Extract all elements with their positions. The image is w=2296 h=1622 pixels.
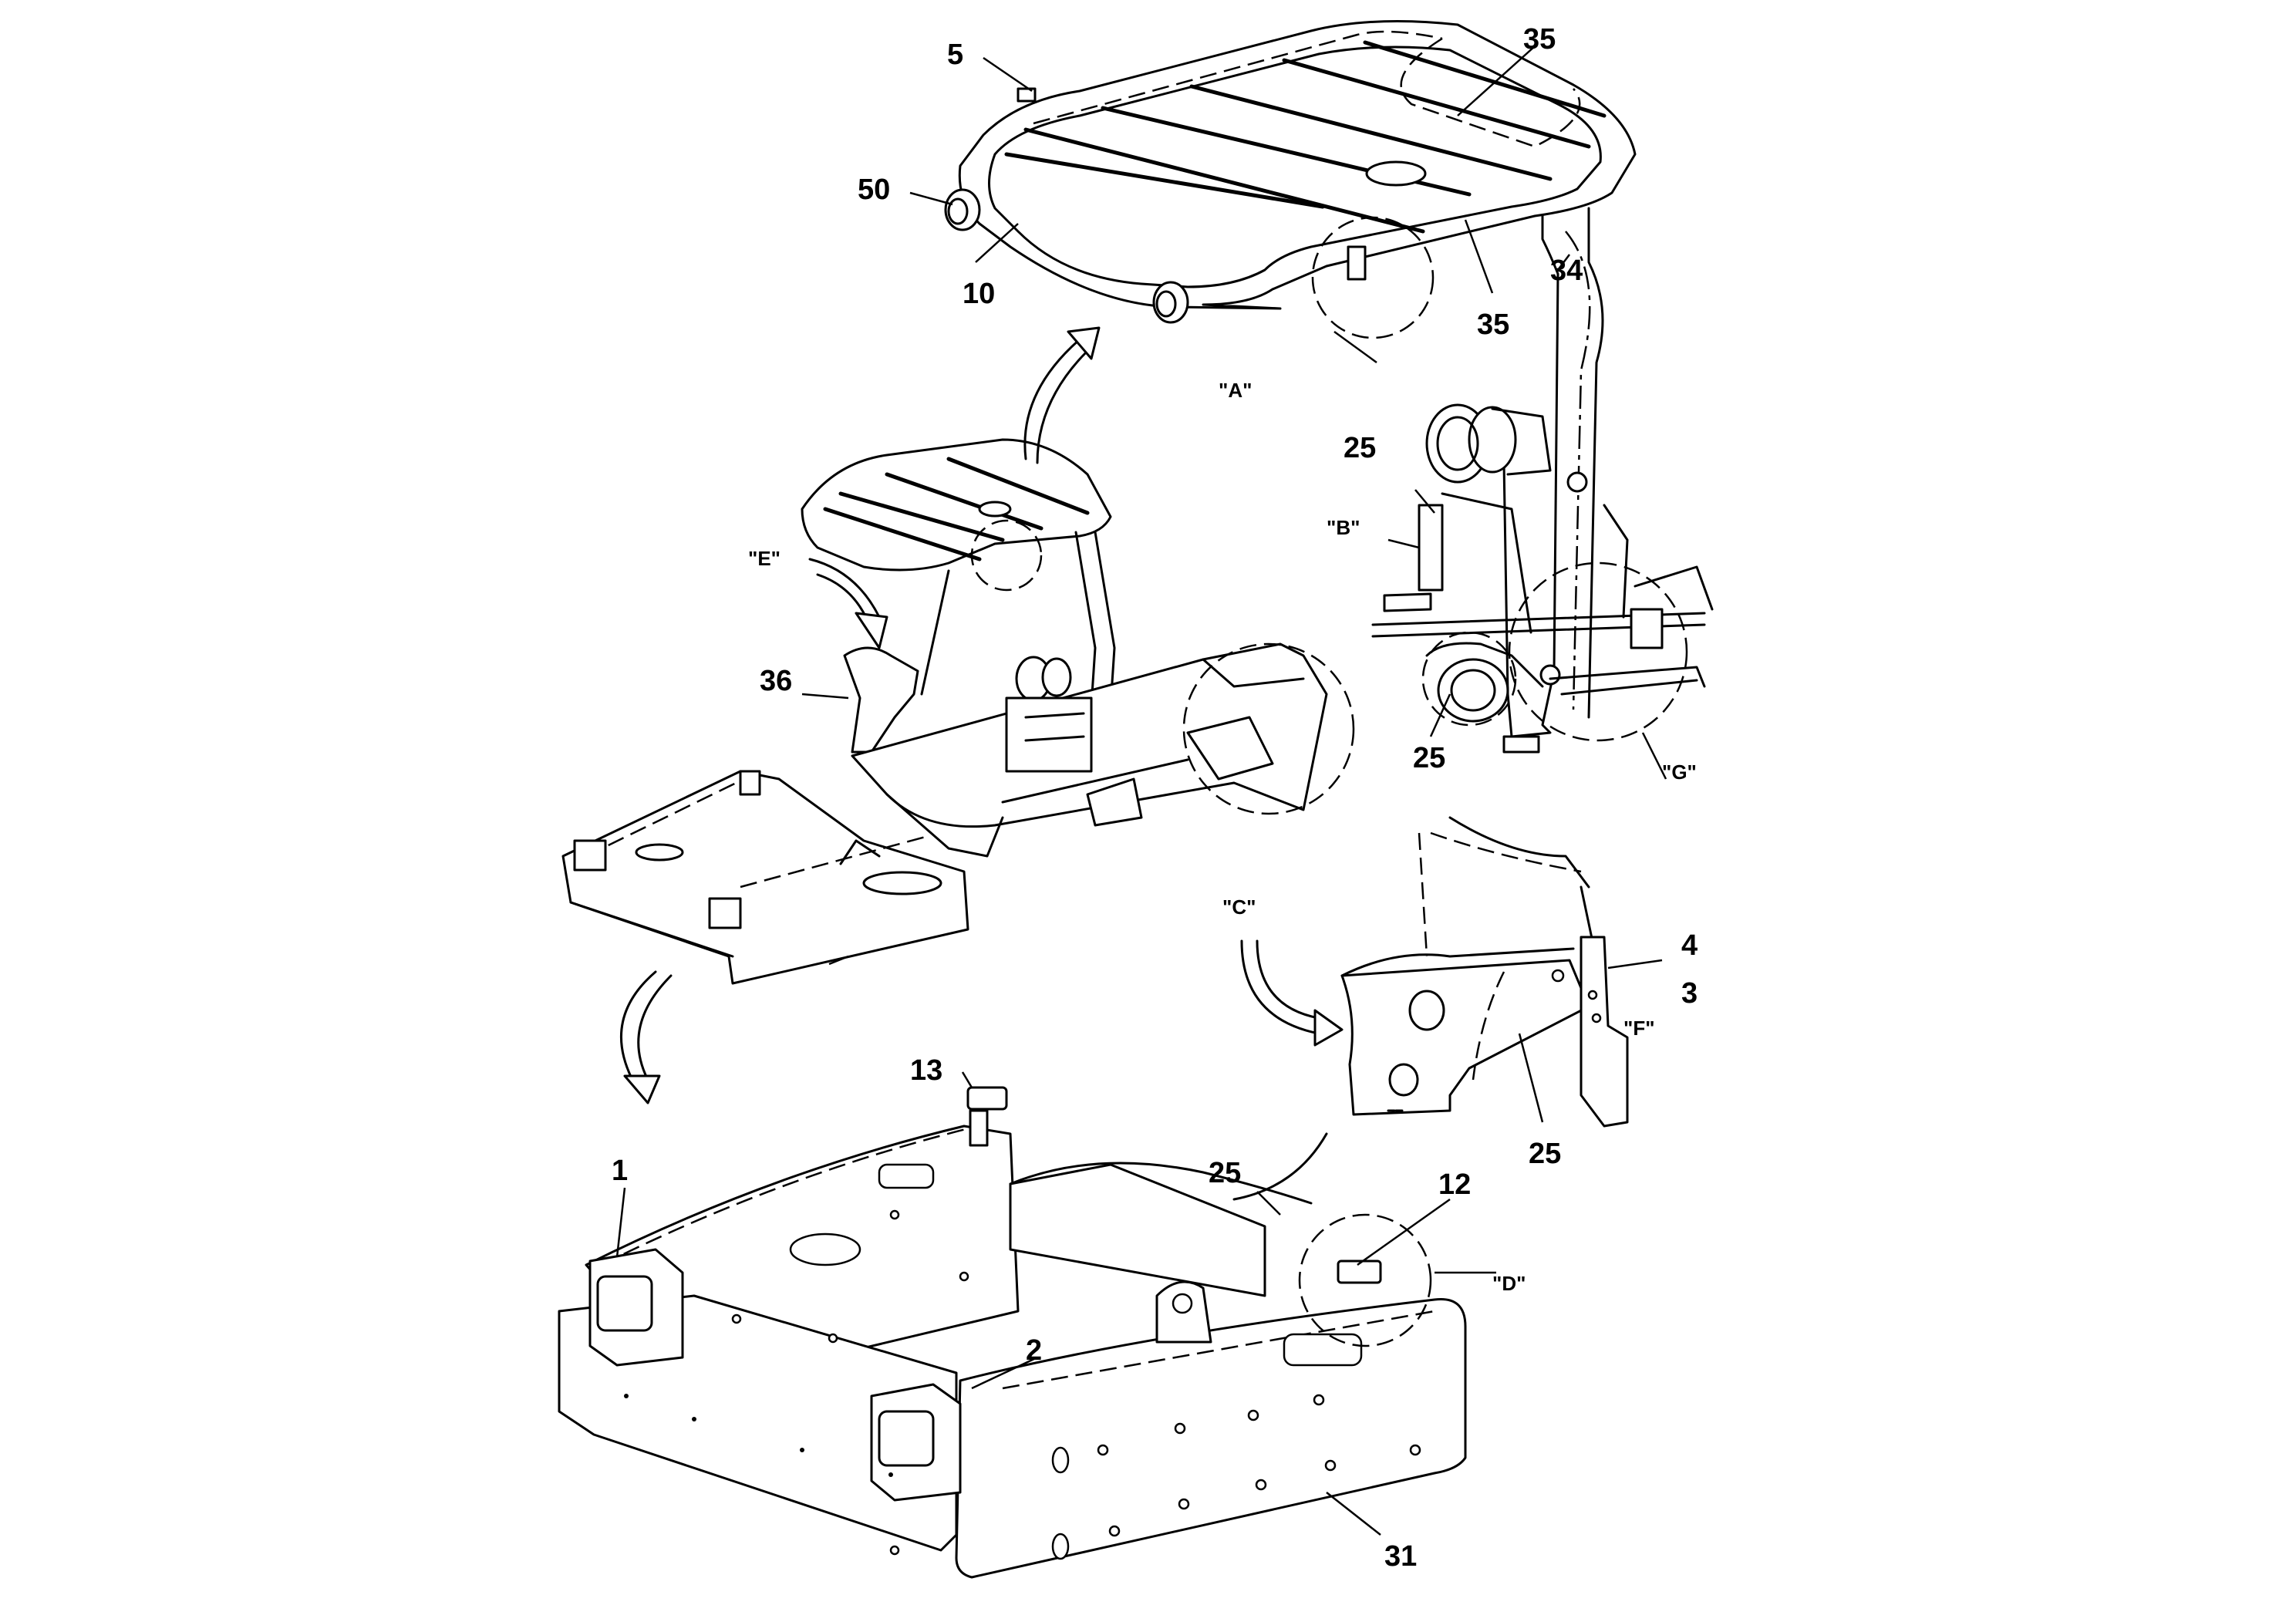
detail-g: "G" [1662, 760, 1697, 784]
callout-25-d: 25 [1209, 1157, 1241, 1189]
callout-10: 10 [963, 278, 995, 310]
callout-36: 36 [760, 665, 792, 697]
detail-c: "C" [1222, 895, 1256, 919]
callout-25-g: 25 [1413, 742, 1445, 774]
detail-e: "E" [748, 547, 781, 570]
flow-arrows [620, 326, 1344, 1104]
leader-lines [615, 46, 1667, 1536]
callout-1: 1 [612, 1155, 628, 1187]
callout-35-top: 35 [1523, 23, 1556, 56]
callout-13: 13 [910, 1054, 942, 1087]
callout-25-c: 25 [1529, 1138, 1561, 1170]
callout-labels: 5 35 50 10 35 34 "A" 25 "B" "E" 36 25 "G… [612, 23, 1698, 1573]
callout-3: 3 [1681, 977, 1698, 1010]
canopy-roof [944, 20, 1637, 339]
callout-25-b: 25 [1344, 432, 1376, 464]
canopy-post [1502, 207, 1604, 738]
callout-50: 50 [858, 174, 890, 206]
callout-12: 12 [1438, 1168, 1471, 1201]
detail-a: "A" [1219, 379, 1252, 402]
callout-34: 34 [1550, 255, 1583, 287]
callout-5: 5 [947, 39, 963, 71]
detail-c-bracket [1340, 816, 1629, 1128]
engine-assembly-detail [1371, 403, 1714, 754]
callout-4: 4 [1681, 929, 1698, 962]
base-frame-31 [558, 1086, 1467, 1579]
callout-35-mid: 35 [1477, 309, 1509, 341]
machine-overview [561, 438, 1355, 985]
callout-2: 2 [1026, 1334, 1042, 1367]
callout-31: 31 [1384, 1540, 1417, 1573]
detail-b: "B" [1327, 516, 1360, 539]
detail-f: "F" [1623, 1017, 1655, 1040]
detail-d: "D" [1492, 1272, 1526, 1295]
